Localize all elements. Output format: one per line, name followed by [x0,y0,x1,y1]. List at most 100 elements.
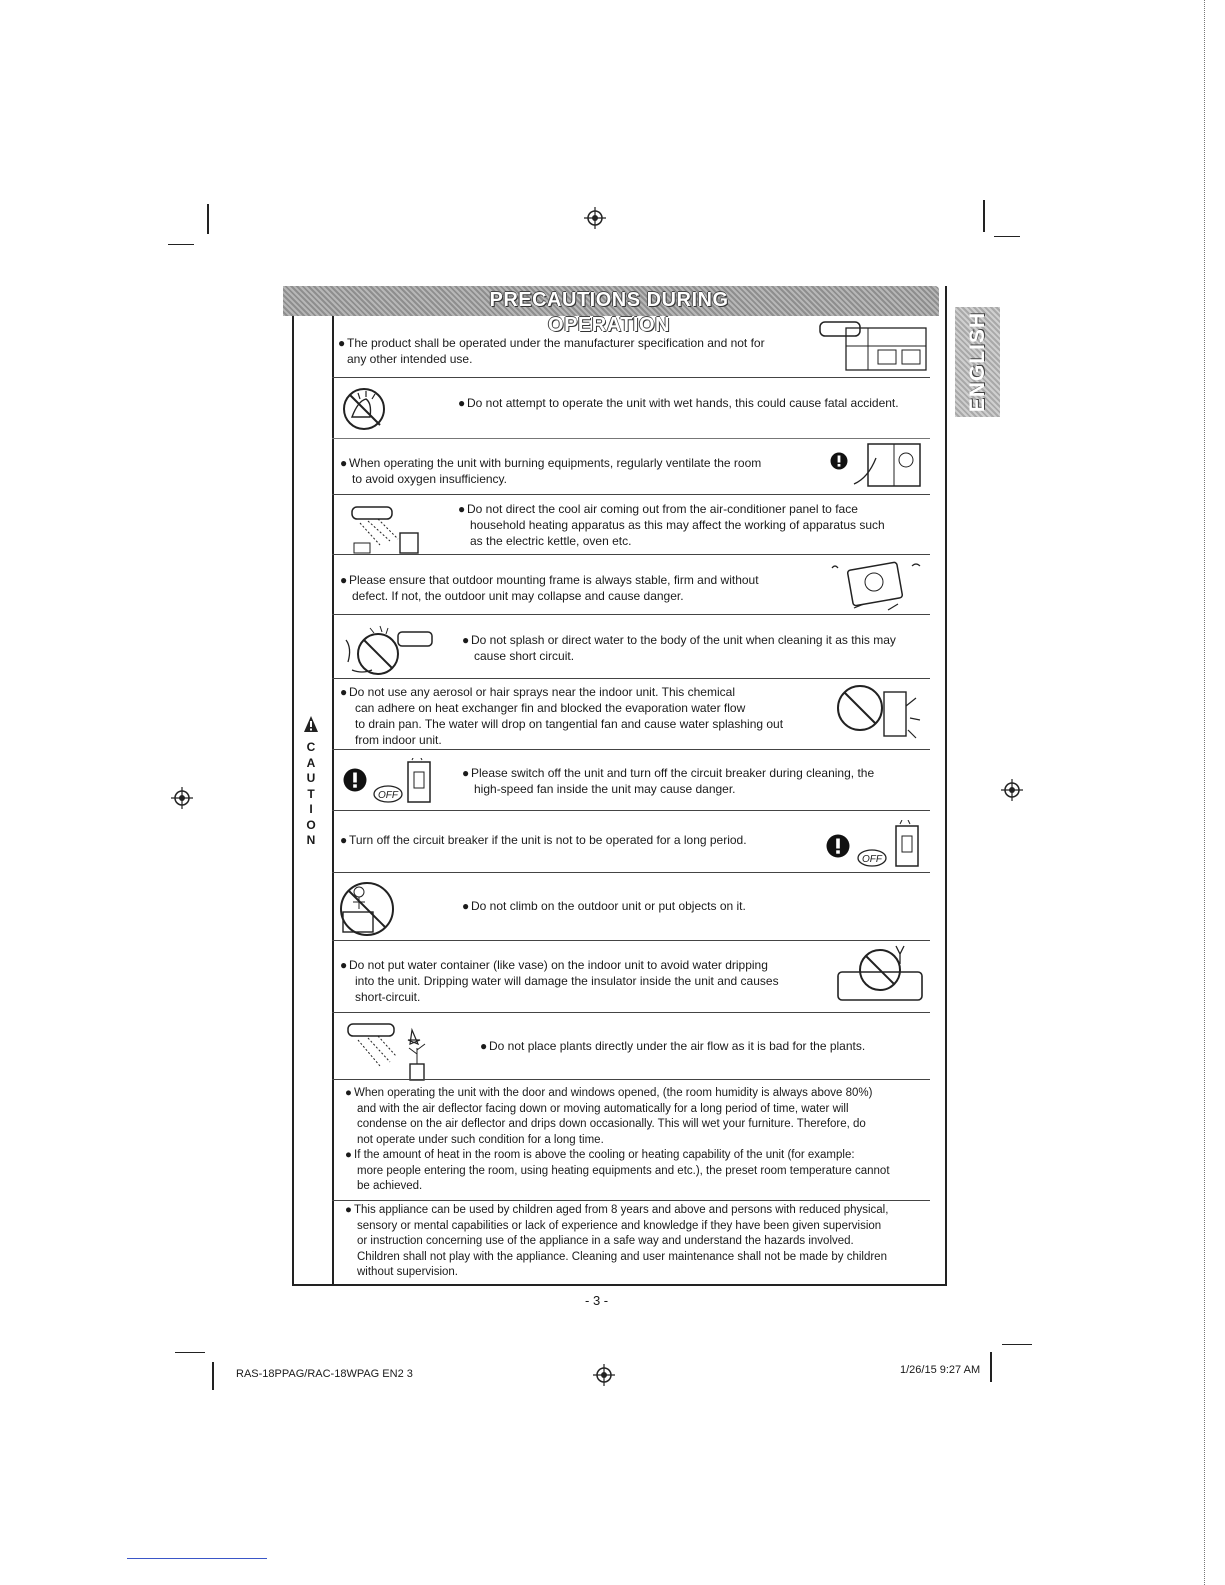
precaution-item: ●Please switch off the unit and turn off… [462,766,875,796]
item-line: Do not splash or direct water to the bod… [471,633,896,647]
circuit-breaker-off-illustration: OFF [373,758,431,803]
precaution-item: ●When operating the unit with the door a… [345,1087,890,1192]
crop-mark [983,200,985,232]
precaution-item: ●Do not climb on the outdoor unit or put… [462,899,746,913]
item-separator [332,1012,930,1013]
footer-timestamp: 1/26/15 9:27 AM [900,1364,981,1376]
item-line: If the amount of heat in the room is abo… [354,1149,855,1161]
item-line: can adhere on heat exchanger fin and blo… [355,701,746,715]
plant-under-airflow-illustration [347,1023,426,1081]
item-line: condense on the air deflector and drips … [357,1118,866,1130]
item-line: to drain pan. The water will drop on tan… [355,717,784,731]
precaution-item: ●Do not splash or direct water to the bo… [462,633,896,663]
caution-column-rule [332,316,334,1284]
caution-letter: T [307,786,315,801]
item-separator [332,494,930,495]
caution-letter: U [306,771,316,785]
language-tab: ENGLISH [955,307,1000,417]
footer-file-label: RAS-18PPAG/RAC-18WPAG EN2 3 [236,1368,413,1380]
page-title: PRECAUTIONS DURING OPERATION [489,289,729,336]
item-line: Do not climb on the outdoor unit or put … [471,899,746,913]
item-line: Turn off the circuit breaker if the unit… [349,833,747,847]
precaution-item: ●The product shall be operated under the… [338,336,765,366]
language-tab-label: ENGLISH [965,311,989,413]
item-line: When operating the unit with the door an… [354,1087,873,1099]
bottom-blue-line [127,1558,267,1559]
mandatory-action-icon [826,834,850,858]
water-splash-illustration [345,625,433,675]
precaution-item: ●When operating the unit with burning eq… [340,456,762,486]
item-line: from indoor unit. [355,733,442,747]
item-line: household heating apparatus as this may … [470,518,885,532]
caution-letter: N [306,833,316,847]
item-line: more people entering the room, using hea… [357,1164,890,1177]
precaution-item: ●Do not direct the cool air coming out f… [458,502,885,548]
item-separator [332,872,930,873]
crop-mark [1002,1344,1032,1345]
item-line: as the electric kettle, oven etc. [470,534,632,548]
item-line: Do not put water container (like vase) o… [349,958,768,972]
crop-mark [207,204,209,234]
window-ventilation-illustration [853,443,921,487]
header-bar [283,286,939,316]
item-separator [332,614,930,615]
item-line: and with the air deflector facing down o… [357,1102,849,1115]
item-line: to avoid oxygen insufficiency. [352,472,507,486]
caution-letter: C [306,740,316,754]
crop-mark [212,1362,214,1390]
caution-letter: O [306,817,316,832]
item-line: sensory or mental capabilities or lack o… [357,1219,882,1232]
precautions-panel [292,286,947,1286]
crop-mark [175,1352,205,1353]
registration-mark-icon [1001,779,1023,801]
item-separator [332,810,930,811]
item-line: Children shall not play with the applian… [357,1250,887,1263]
mandatory-action-icon [830,452,848,470]
item-line: Please ensure that outdoor mounting fram… [349,573,759,587]
caution-letter: I [309,802,313,816]
item-line: This appliance can be used by children a… [354,1204,889,1216]
off-label: OFF [378,790,399,801]
item-line: Do not attempt to operate the unit with … [467,396,899,410]
item-line: cause short circuit. [474,649,575,663]
precaution-item: ●Please ensure that outdoor mounting fra… [340,573,759,603]
outdoor-frame-collapse-illustration [831,561,921,611]
precaution-item: ●Do not place plants directly under the … [480,1039,866,1053]
precaution-item: ●Do not use any aerosol or hair sprays n… [340,685,784,747]
page-number: - 3 - [585,1293,609,1308]
cool-air-heater-illustration [351,506,419,554]
item-line: not operate under such condition for a l… [357,1133,604,1146]
precaution-item: ●Turn off the circuit breaker if the uni… [340,833,747,847]
item-line: be achieved. [357,1180,423,1192]
item-line: or instruction concerning use of the app… [357,1235,854,1247]
item-line: The product shall be operated under the … [347,336,765,350]
item-line: Do not place plants directly under the a… [489,1039,866,1053]
indoor-unit-furniture-illustration [819,321,927,371]
item-line: When operating the unit with burning equ… [349,456,762,470]
item-line: Do not use any aerosol or hair sprays ne… [349,685,735,699]
caution-label: C A U T I O N [300,716,322,849]
off-label: OFF [862,854,883,865]
precaution-item: ●Do not put water container (like vase) … [340,958,779,1004]
item-line: defect. If not, the outdoor unit may col… [352,589,684,603]
item-separator [332,554,930,555]
item-separator [332,377,930,378]
item-line: Do not direct the cool air coming out fr… [467,502,858,516]
aerosol-prohibited-illustration [837,685,921,739]
climb-prohibited-illustration [340,882,394,936]
wet-hands-illustration [343,388,385,430]
crop-mark [168,244,194,245]
item-separator [332,678,930,679]
item-separator [332,1200,930,1201]
item-separator [332,749,930,750]
item-separator [332,438,930,439]
crop-mark [990,1352,992,1382]
warning-triangle-icon [304,716,318,732]
circuit-breaker-off-illustration: OFF [857,820,919,867]
item-line: short-circuit. [355,990,421,1004]
registration-mark-icon [584,207,606,229]
registration-mark-icon [593,1364,615,1386]
item-line: into the unit. Dripping water will damag… [355,974,779,988]
vase-on-unit-prohibited-illustration [837,945,923,1001]
mandatory-action-icon [343,768,367,792]
